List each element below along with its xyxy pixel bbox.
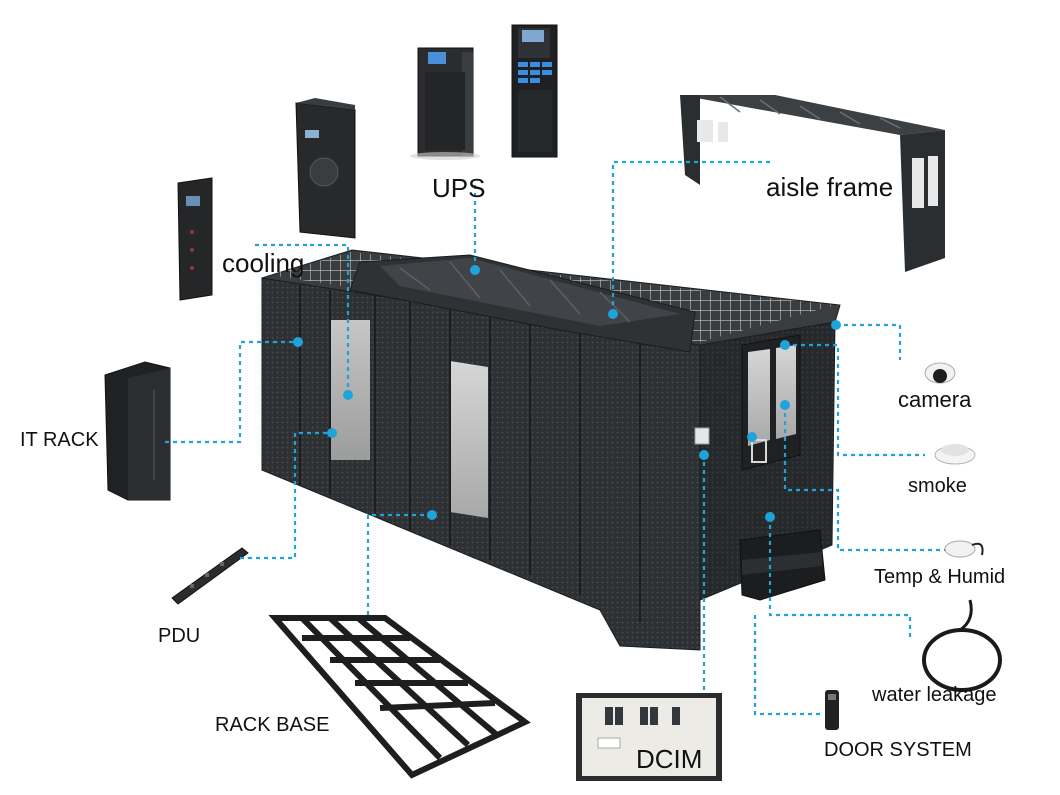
label-cooling: cooling [222,248,305,278]
connector-lines [165,160,945,716]
water-leakage-rope [922,599,1002,692]
smoke-detector-device [934,444,976,465]
connector-pdu [240,431,332,560]
connector-door [753,615,820,716]
rack-base-grid [268,615,531,779]
label-water-leakage: water leakage [872,684,997,706]
door-system-keypad [825,690,839,730]
label-camera: camera [898,387,972,412]
connector-cooling [310,243,350,395]
dot-rack-base [427,510,437,520]
aisle-frame-structure [680,95,945,272]
container-body [261,249,841,651]
temp-humid-sensor [944,540,984,558]
front-glass-panel-left [330,320,370,460]
pdu-strip [171,547,249,605]
dot-temp [780,400,790,410]
connector-water [768,517,912,640]
cooling-unit-large [295,98,356,239]
label-smoke: smoke [908,475,967,497]
ups-tower-unit [511,24,558,158]
label-temp-humid: Temp & Humid [874,566,1006,588]
dot-cooling [343,390,353,400]
dot-water [765,512,775,522]
label-aisle-frame: aisle frame [766,172,894,202]
it-rack-cabinet [104,361,171,501]
label-dcim: DCIM [636,744,703,774]
dot-camera [831,320,841,330]
connector-temp [783,405,945,552]
dot-dcim [699,450,709,460]
label-it-rack: IT RACK [20,429,99,451]
dot-it-rack [293,337,303,347]
dot-pdu [327,428,337,438]
front-glass-panel-center [450,361,488,518]
cooling-unit-small [177,177,213,301]
dot-ups [470,265,480,275]
label-door-system: DOOR SYSTEM [824,739,972,761]
dcim-screen-preview [576,693,722,781]
dot-side-door [747,432,757,442]
camera-device [924,362,956,384]
connector-dots [293,265,841,522]
ups-small-unit [410,47,480,160]
connector-smoke [785,343,925,457]
connector-camera [836,323,902,360]
connector-aisle-frame [611,160,770,314]
connector-it-rack [165,340,298,444]
label-ups: UPS [432,173,486,203]
label-rack-base: RACK BASE [215,714,330,736]
label-pdu: PDU [158,625,201,647]
dot-aisle-frame [608,309,618,319]
dot-smoke [780,340,790,350]
connector-rack-base [366,513,432,615]
